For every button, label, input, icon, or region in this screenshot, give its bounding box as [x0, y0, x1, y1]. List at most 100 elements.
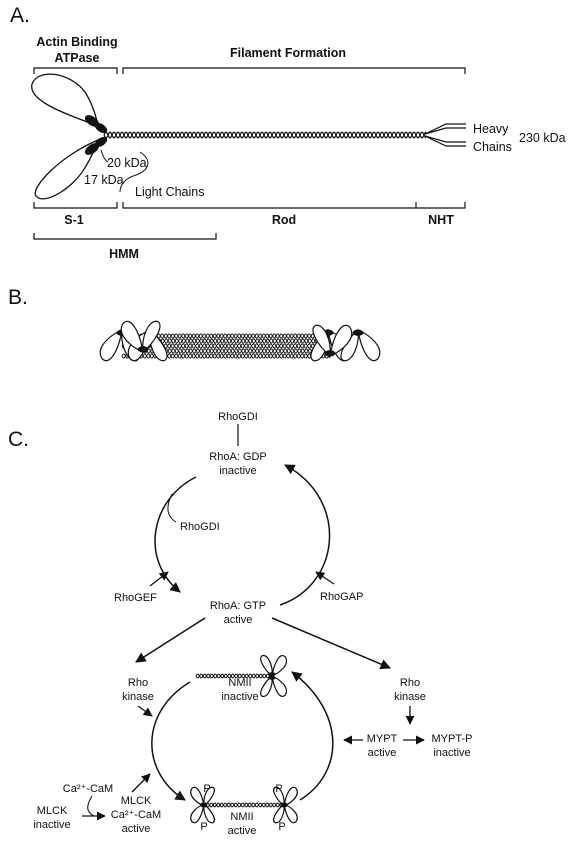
- light-chain-upper-b: [94, 122, 108, 134]
- nmii-bottom-left-head-a: [190, 803, 205, 824]
- filament-rod-strand: [139, 338, 351, 344]
- rhogdi-mid-label: RhoGDI: [180, 521, 220, 533]
- rhoa-gdp-state: inactive: [219, 465, 256, 477]
- myosin-molecule: [31, 73, 466, 200]
- hmm-label: HMM: [109, 247, 139, 261]
- nmii-top-label: NMII: [228, 677, 251, 689]
- filament-right-lower-light-chains: [324, 350, 336, 357]
- motor-head-upper: [31, 73, 99, 128]
- arrow-rok-to-nmii: [137, 705, 153, 717]
- nmii-bottom-rod: [205, 802, 283, 808]
- mypt-state: active: [368, 747, 397, 759]
- atpase-label: ATPase: [55, 51, 100, 65]
- filament-right-upper-2-head-a: [357, 329, 381, 362]
- mypt-p-state: inactive: [433, 747, 470, 759]
- nmii-top-rod: [195, 673, 271, 679]
- arrow-mlck-to-cycle: [131, 773, 151, 793]
- kda-230-label: 230 kDa: [519, 131, 566, 145]
- nmii-top-head-b: [260, 674, 273, 698]
- filament-left-upper-head-a: [99, 329, 123, 362]
- filament-right-upper-2-light-chains: [352, 329, 364, 336]
- rhoa-gtp-state: active: [224, 614, 253, 626]
- pointer-light-chains: [119, 151, 149, 193]
- rod-label: Rod: [272, 213, 296, 227]
- nmii-active-extended: [190, 786, 298, 824]
- rhogef-label: RhoGEF: [114, 592, 157, 604]
- nmii-bottom-left-head-b: [203, 802, 215, 824]
- nmii-bottom-label: NMII: [230, 811, 253, 823]
- filament-right-lower-head-b: [312, 324, 331, 358]
- light-chain-lower-b: [94, 136, 108, 148]
- arrow-to-rho-kinase-right: [271, 617, 391, 670]
- nmii-bottom-left-2-head-b: [203, 786, 215, 808]
- rhogdi-top-label: RhoGDI: [218, 411, 258, 423]
- kda-20-label: 20 kDa: [107, 156, 147, 170]
- rho-kinase-left-2: kinase: [122, 691, 154, 703]
- mlck-active-state: active: [122, 823, 151, 835]
- filament-left-lower-head-a: [120, 320, 144, 353]
- rho-kinase-right-1: Rho: [400, 677, 420, 689]
- nmii-top-2-light-chains: [268, 672, 276, 677]
- ca-cam-label: Ca²⁺-CaM: [63, 783, 113, 795]
- arrow-rhogap: [315, 571, 335, 585]
- nmii-bottom-right-2-head-b: [273, 786, 285, 808]
- phospho-p2: P: [200, 821, 207, 833]
- arrow-to-rho-kinase-left: [135, 617, 206, 663]
- mlck-inactive-label: MLCK: [37, 805, 68, 817]
- arrow-inactivation: [291, 671, 334, 801]
- cacam-binding-curve: [87, 795, 95, 817]
- chains-label: Chains: [473, 140, 512, 154]
- nmii-inactive-folded: [195, 654, 287, 698]
- nmii-top-2-head-a: [271, 655, 287, 677]
- nmii-top-light-chains: [268, 675, 276, 680]
- nmii-bottom-state: active: [228, 825, 257, 837]
- bracket-s1: [33, 202, 118, 209]
- coiled-coil-strand-1: [103, 131, 427, 139]
- phospho-p1: P: [203, 783, 210, 795]
- nht-tail-lower: [424, 135, 466, 147]
- bracket-actin-binding: [33, 67, 118, 74]
- arrow-gdp-to-gtp: [154, 476, 197, 593]
- filament-left-lower-head-b: [142, 320, 161, 354]
- nmii-top-head-a: [271, 675, 287, 697]
- mypt-p-label: MYPT-P: [432, 733, 473, 745]
- rhoa-gtp-label: RhoA: GTP: [210, 600, 266, 612]
- nmii-bottom-rod: [205, 802, 283, 808]
- filament-formation-label: Filament Formation: [230, 46, 346, 60]
- phospho-p3: P: [275, 783, 282, 795]
- heavy-label: Heavy: [473, 122, 509, 136]
- filament-right-lower-head-a: [329, 324, 353, 357]
- actin-binding-label: Actin Binding: [36, 35, 117, 49]
- rho-kinase-right-2: kinase: [394, 691, 426, 703]
- nmii-bottom-right-2-light-chains: [280, 802, 288, 807]
- nmii-bottom-right-head-b: [273, 802, 285, 824]
- phospho-p4: P: [278, 821, 285, 833]
- coiled-coil-strand-2: [103, 131, 427, 139]
- rhogap-label: RhoGAP: [320, 591, 363, 603]
- panel-b-label: B.: [8, 286, 28, 309]
- nht-tail-upper: [424, 123, 466, 135]
- nmii-bottom-left-2-light-chains: [200, 802, 208, 807]
- nht-label: NHT: [428, 213, 454, 227]
- bracket-filament-formation: [122, 67, 466, 74]
- rhogdi-mid-line: [167, 493, 177, 523]
- arrow-gtp-to-gdp: [279, 464, 331, 606]
- nmii-top-2-head-b: [260, 654, 273, 678]
- nmii-bottom-right-head-a: [283, 803, 298, 824]
- rho-kinase-left-1: Rho: [128, 677, 148, 689]
- pointer-20kda: [100, 149, 109, 163]
- mypt-label: MYPT: [367, 733, 398, 745]
- bipolar-filament: [99, 320, 381, 362]
- bracket-hmm: [33, 233, 217, 240]
- nmii-bottom-right-2-head-a: [283, 786, 298, 807]
- arrow-activation: [151, 681, 191, 801]
- rhoa-gdp-label: RhoA: GDP: [209, 451, 266, 463]
- nmii-bottom-left-2-head-a: [190, 786, 205, 807]
- filament-left-lower-light-chains: [137, 346, 149, 353]
- nmii-top-rod: [195, 673, 271, 679]
- kda-17-label: 17 kDa: [84, 173, 124, 187]
- mlck-inactive-state: inactive: [33, 819, 70, 831]
- bracket-rod: [122, 202, 466, 209]
- mlck-active-label: MLCK: [121, 795, 152, 807]
